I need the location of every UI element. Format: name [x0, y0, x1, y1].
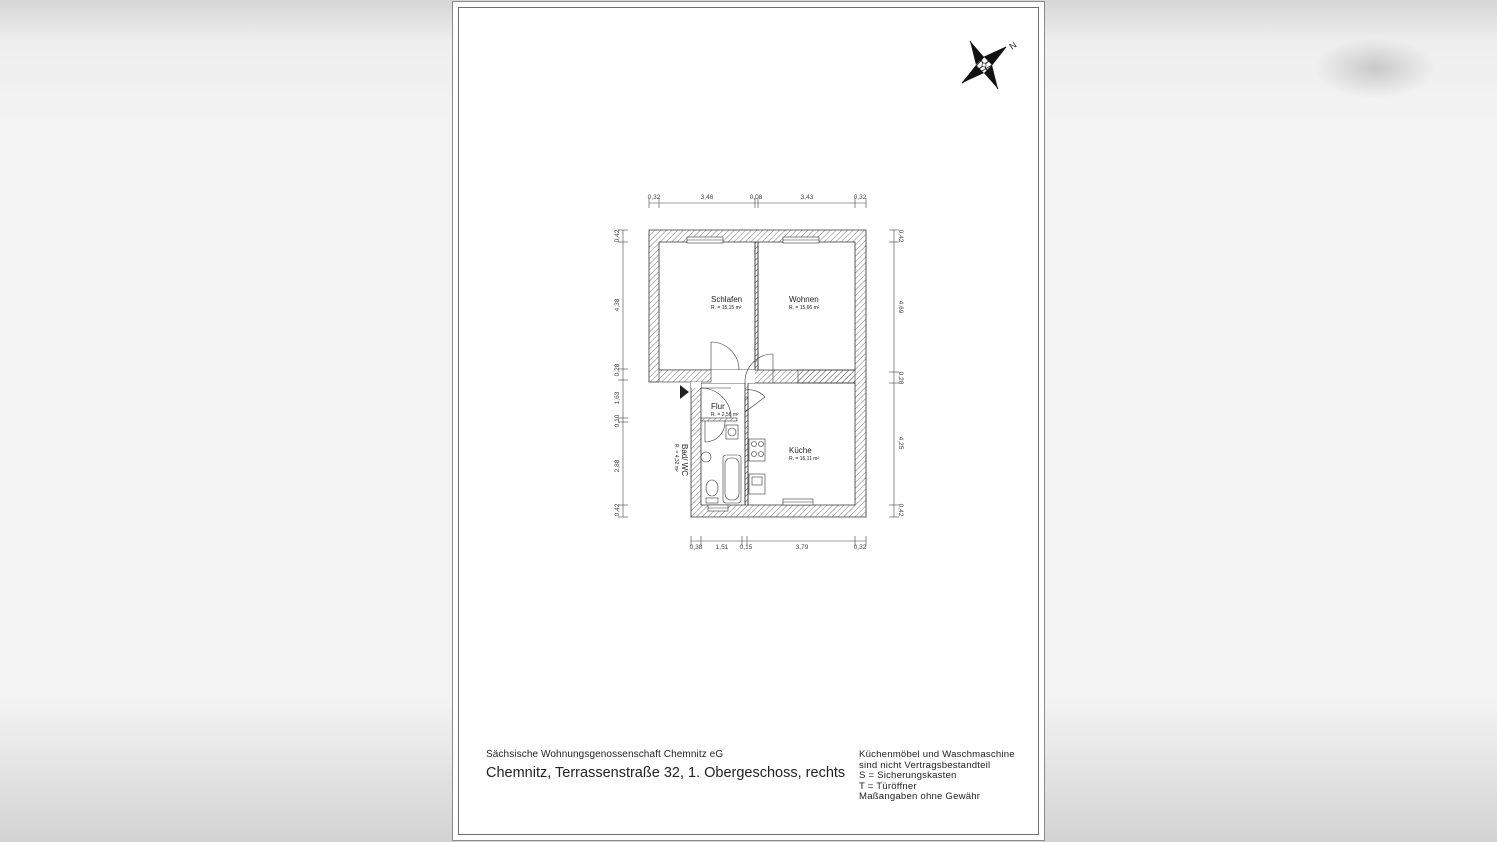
dim-left-5: 0,10 [614, 414, 621, 427]
company-name: Sächsische Wohnungsgenossenschaft Chemni… [486, 749, 724, 760]
room-schlafen-area: R. = 15,15 m² [711, 305, 742, 311]
dim-bottom-5: 0,32 [854, 544, 867, 551]
wall-flur-kueche [744, 396, 749, 506]
note-line-2: sind nicht Vertragsbestandteil [859, 760, 991, 771]
note-line-3: S = Sicherungskasten [859, 770, 957, 781]
dim-bottom-1: 0,38 [690, 544, 703, 551]
dim-right-4: 4,25 [897, 437, 904, 450]
room-bad-name: Bad/ WC [680, 444, 689, 476]
room-kueche-name: Küche [789, 446, 812, 455]
dim-top-5: 0,32 [854, 194, 867, 201]
windows [686, 236, 820, 512]
wall-flur-bad [700, 417, 738, 422]
compass-icon [961, 40, 1007, 90]
dim-top-3: 0,08 [750, 194, 763, 201]
dim-right-3: 0,28 [897, 372, 904, 385]
doors [700, 341, 774, 443]
room-wohnen-area: R. = 15,66 m² [789, 305, 820, 311]
floor-plan-sheet: N [452, 1, 1045, 841]
note-line-4: T = Türöffner [859, 781, 917, 792]
dim-left-2: 4,38 [614, 298, 621, 311]
wall-schlafen-wohnen [754, 241, 759, 371]
dimension-bottom [690, 536, 867, 546]
room-schlafen-name: Schlafen [711, 295, 742, 304]
room-flur-name: Flur [711, 402, 725, 411]
dim-top-4: 3,43 [801, 194, 814, 201]
dim-right-1: 0,42 [897, 230, 904, 243]
property-address: Chemnitz, Terrassenstraße 32, 1. Oberges… [486, 765, 846, 781]
entrance-arrow-icon [680, 385, 689, 399]
dim-right-2: 4,69 [897, 301, 904, 314]
wall-schlafen-flur [658, 369, 712, 383]
dimension-left [618, 229, 628, 518]
sheet-border [458, 7, 1039, 835]
note-line-5: Maßangaben ohne Gewähr [859, 791, 981, 802]
dim-bottom-3: 0,15 [740, 544, 753, 551]
dim-top-1: 0,32 [648, 194, 661, 201]
dim-left-4: 1,63 [614, 391, 621, 404]
dim-left-3: 0,28 [614, 363, 621, 376]
room-wohnen-name: Wohnen [789, 295, 819, 304]
dimension-top [648, 198, 867, 208]
room-bad-area: R. = 4,32 m² [673, 444, 679, 472]
bathroom-fixtures [700, 424, 742, 504]
wall-wohnen-kueche [797, 369, 856, 384]
note-line-1: Küchenmöbel und Waschmaschine [859, 749, 1015, 760]
compass-north-label: N [1007, 40, 1018, 52]
dim-bottom-4: 3,79 [796, 544, 809, 551]
dim-top-2: 3,46 [701, 194, 714, 201]
dim-left-1: 0,42 [614, 229, 621, 242]
room-kueche-area: R. = 16,11 m² [789, 456, 819, 462]
dim-bottom-2: 1,51 [716, 544, 729, 551]
dim-left-7: 0,42 [614, 503, 621, 516]
dim-left-6: 2,88 [614, 459, 621, 472]
kitchen-fixtures [748, 438, 766, 495]
dim-right-5: 0,42 [897, 504, 904, 517]
dimension-right [889, 229, 899, 518]
room-flur-area: R. = 2,56 m² [711, 412, 739, 418]
floor-plan-drawing: N [614, 40, 1018, 551]
